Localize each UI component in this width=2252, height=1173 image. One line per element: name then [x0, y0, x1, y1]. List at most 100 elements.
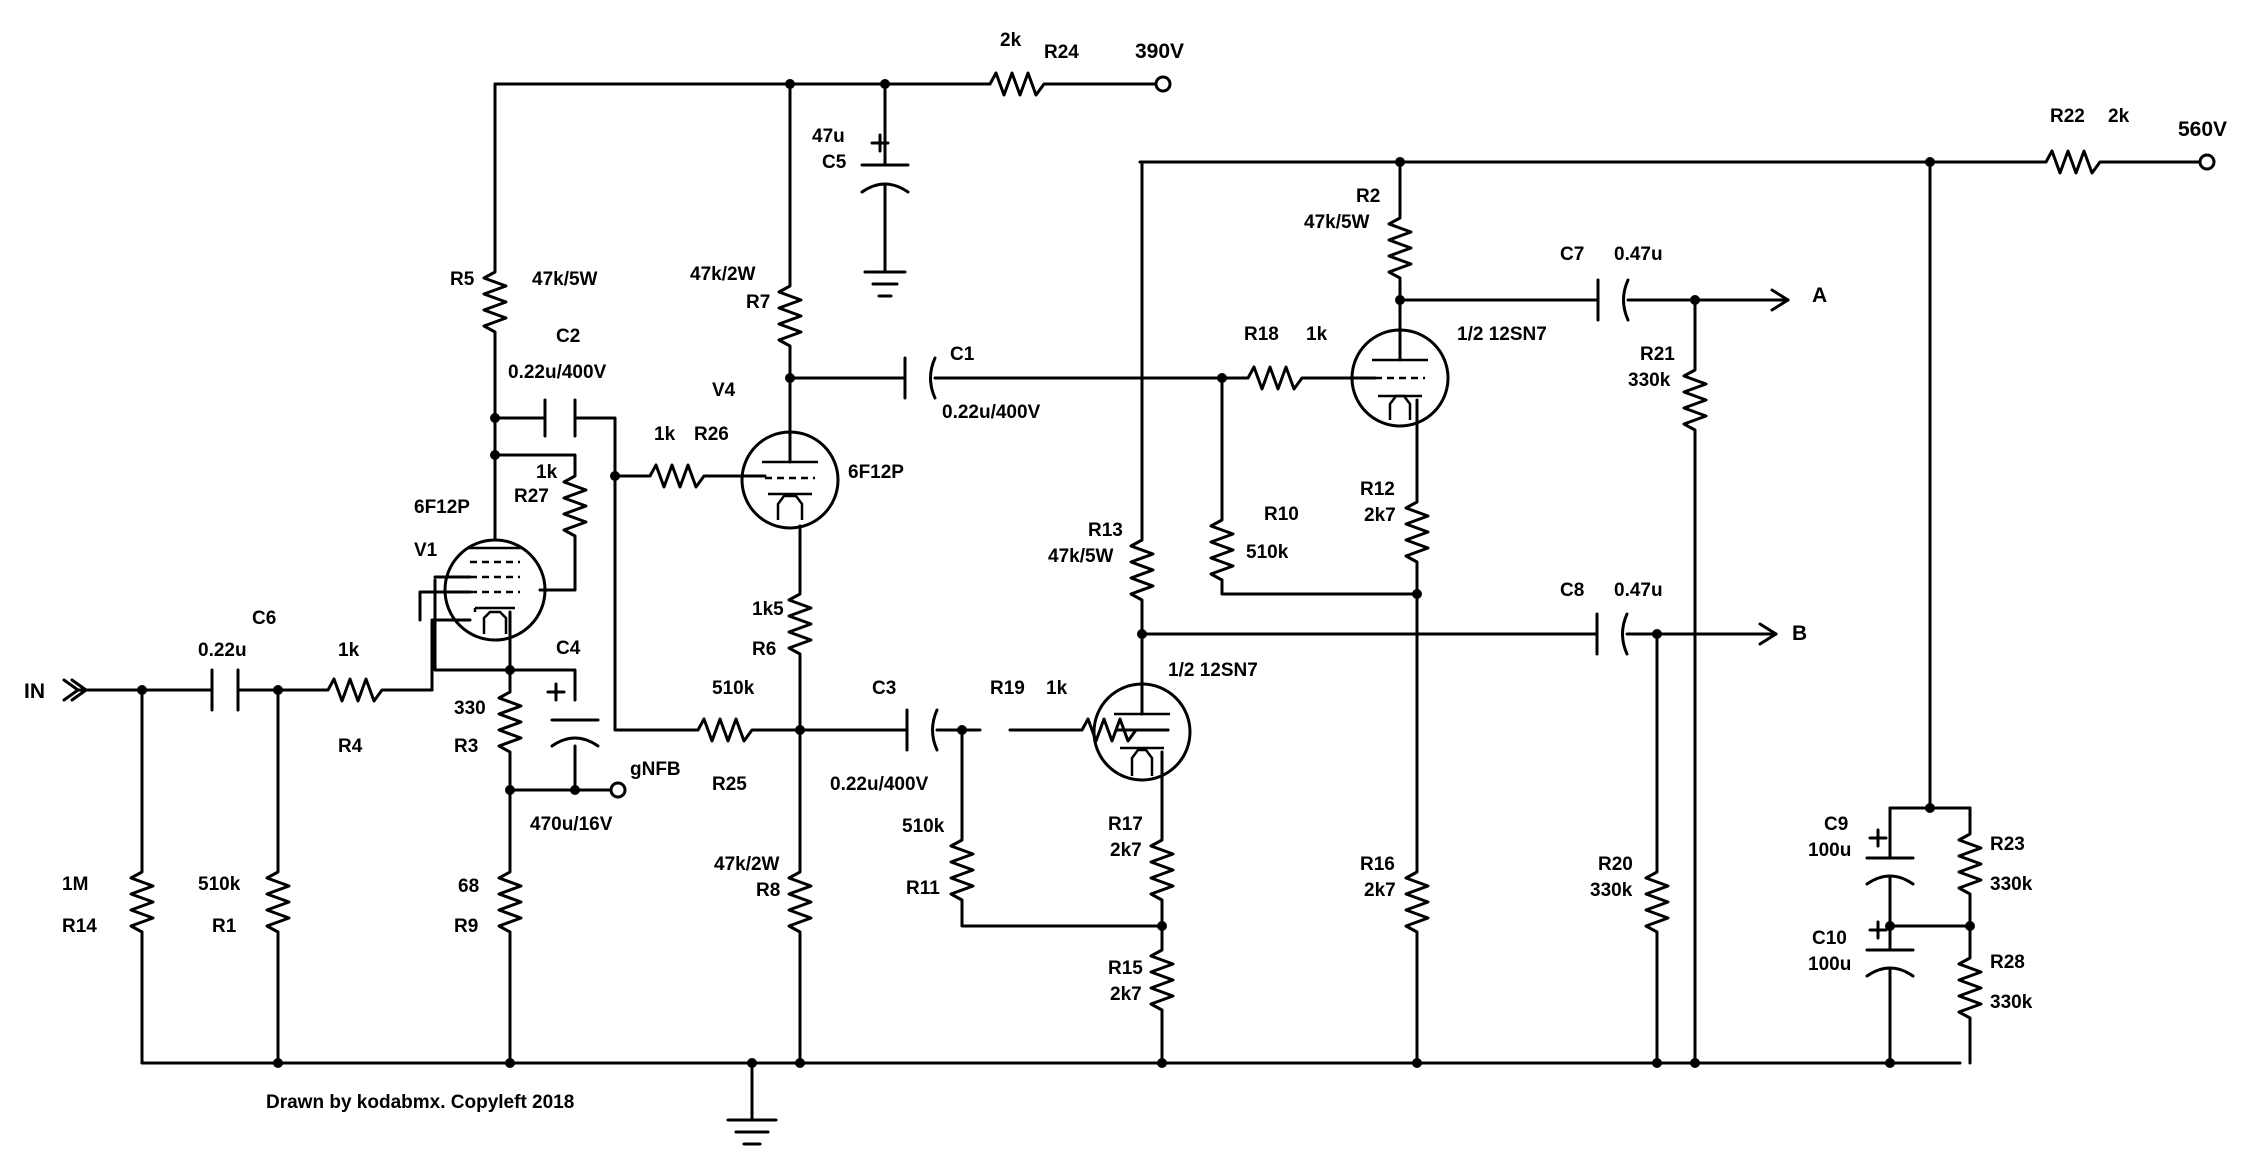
- resistor-r2: [1387, 206, 1413, 290]
- label-r18-ref: R18: [1244, 324, 1279, 345]
- resistor-r7: [777, 274, 803, 358]
- resistor-r10: [1209, 508, 1235, 592]
- label-r23-ref: R23: [1990, 834, 2025, 855]
- label-12sn7-top: 1/2 12SN7: [1457, 324, 1547, 345]
- label-r15-value: 2k7: [1110, 984, 1142, 1005]
- label-r5-value: 47k/5W: [532, 269, 598, 290]
- label-r2-ref: R2: [1356, 186, 1380, 207]
- label-c8-ref: C8: [1560, 580, 1584, 601]
- label-c6-ref: C6: [252, 608, 276, 629]
- label-r18-value: 1k: [1306, 324, 1328, 345]
- label-c7-ref: C7: [1560, 244, 1584, 265]
- resistor-r17: [1149, 828, 1175, 912]
- label-v1-ref: V1: [414, 540, 438, 561]
- label-r7-value: 47k/2W: [690, 264, 756, 285]
- label-r25-ref: R25: [712, 774, 747, 795]
- label-r26-ref: R26: [694, 424, 729, 445]
- label-r15-ref: R15: [1108, 958, 1143, 979]
- label-r9-value: 68: [458, 876, 479, 897]
- resistor-r14: [129, 860, 155, 944]
- resistor-r28: [1957, 946, 1983, 1030]
- terminals: [62, 75, 2216, 799]
- label-r8-value: 47k/2W: [714, 854, 780, 875]
- resistor-r1: [265, 860, 291, 944]
- label-r19-value: 1k: [1046, 678, 1068, 699]
- resistor-r15: [1149, 938, 1175, 1022]
- output-a-arrow-icon: [1758, 288, 1790, 312]
- label-r27-value: 1k: [536, 462, 558, 483]
- resistor-r21: [1682, 358, 1708, 442]
- label-560v: 560V: [2178, 118, 2227, 141]
- label-r26-value: 1k: [654, 424, 676, 445]
- tube-v4: [740, 430, 840, 530]
- resistor-r23: [1957, 822, 1983, 906]
- label-c1-ref: C1: [950, 344, 975, 365]
- label-input: IN: [24, 680, 45, 703]
- label-r1-ref: R1: [212, 916, 237, 937]
- input-arrow-icon: [62, 678, 88, 702]
- resistor-r27: [562, 464, 588, 548]
- label-r24-value: 2k: [1000, 30, 1022, 51]
- label-r24-ref: R24: [1044, 42, 1079, 63]
- tubes: [418, 328, 1450, 782]
- resistor-r13: [1129, 528, 1155, 612]
- label-r16-ref: R16: [1360, 854, 1395, 875]
- label-r2-value: 47k/5W: [1304, 212, 1370, 233]
- resistor-r5: [482, 260, 508, 344]
- credit-text: Drawn by kodabmx. Copyleft 2018: [266, 1092, 574, 1113]
- label-r1-value: 510k: [198, 874, 241, 895]
- resistor-r20: [1644, 860, 1670, 944]
- tube-12sn7-top: [1348, 328, 1450, 428]
- label-r21-value: 330k: [1628, 370, 1671, 391]
- label-r11-value: 510k: [902, 816, 945, 837]
- label-output-a: A: [1812, 284, 1827, 307]
- resistor-r25: [688, 717, 762, 743]
- label-r3-value: 330: [454, 698, 486, 719]
- label-c4-ref: C4: [556, 638, 581, 659]
- label-r19-ref: R19: [990, 678, 1025, 699]
- label-output-b: B: [1792, 622, 1807, 645]
- resistor-r4: [318, 677, 392, 703]
- capacitor-c1: [903, 356, 937, 400]
- label-r13-ref: R13: [1088, 520, 1123, 541]
- tube-12sn7-bottom: [1092, 682, 1192, 782]
- capacitor-c5: [860, 133, 910, 194]
- label-v4-type: 6F12P: [848, 462, 904, 483]
- label-r12-ref: R12: [1360, 479, 1395, 500]
- label-c4-value: 470u/16V: [530, 814, 613, 835]
- resistor-r3: [497, 680, 523, 764]
- capacitor-c7: [1596, 278, 1630, 322]
- terminal-gnfb: [609, 781, 627, 799]
- label-c5-value: 47u: [812, 126, 845, 147]
- label-c7-value: 0.47u: [1614, 244, 1663, 265]
- resistor-r6: [787, 582, 813, 666]
- label-c10-ref: C10: [1812, 928, 1847, 949]
- label-r4-value: 1k: [338, 640, 360, 661]
- label-r11-ref: R11: [906, 878, 940, 899]
- resistor-r11: [949, 828, 975, 912]
- label-r28-ref: R28: [1990, 952, 2025, 973]
- label-r14-ref: R14: [62, 916, 97, 937]
- label-c9-value: 100u: [1808, 840, 1851, 861]
- label-r20-ref: R20: [1598, 854, 1633, 875]
- label-v1-type: 6F12P: [414, 497, 470, 518]
- capacitor-c3: [905, 708, 939, 752]
- label-c2-value: 0.22u/400V: [508, 362, 607, 383]
- label-c2-ref: C2: [556, 326, 580, 347]
- terminal-560v: [2198, 153, 2216, 171]
- label-r25-value: 510k: [712, 678, 755, 699]
- label-r4-ref: R4: [338, 736, 363, 757]
- label-r13-value: 47k/5W: [1048, 546, 1114, 567]
- label-c3-value: 0.22u/400V: [830, 774, 929, 795]
- label-r10-value: 510k: [1246, 542, 1289, 563]
- label-r22-ref: R22: [2050, 106, 2085, 127]
- label-c3-ref: C3: [872, 678, 896, 699]
- label-c8-value: 0.47u: [1614, 580, 1663, 601]
- resistor-r22: [2036, 149, 2110, 175]
- resistor-r16: [1404, 860, 1430, 944]
- resistor-r18: [1238, 365, 1312, 391]
- label-390v: 390V: [1135, 40, 1184, 63]
- label-r12-value: 2k7: [1364, 505, 1396, 526]
- label-gnfb: gNFB: [630, 759, 681, 780]
- label-r20-value: 330k: [1590, 880, 1633, 901]
